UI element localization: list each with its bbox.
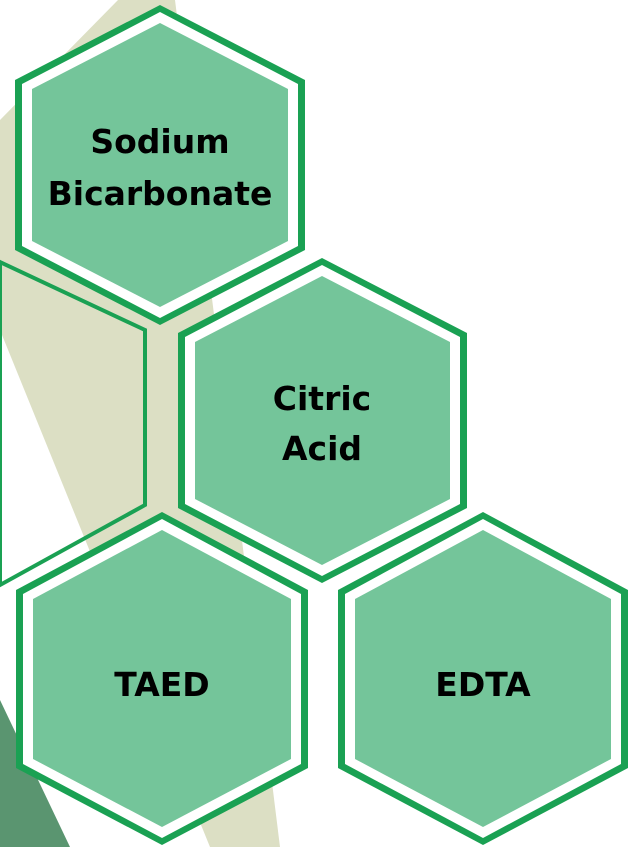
hexagon-label-line-2: Bicarbonate <box>48 174 273 213</box>
hexagon-taed: TAED <box>16 512 308 845</box>
hexagon-label-line-1: Sodium <box>90 122 229 161</box>
hexagon-edta: EDTA <box>338 512 628 845</box>
hexagon-label-line-2: Acid <box>282 429 362 468</box>
hexagon-fill <box>195 276 450 565</box>
hexagon-label-line-1: Citric <box>273 379 371 418</box>
hexagon-fill <box>32 23 288 307</box>
hexagon-label: EDTA <box>435 665 531 704</box>
hexagon-label: TAED <box>114 665 209 704</box>
hexagon-citric-acid: Citric Acid <box>178 258 467 583</box>
hexagon-fill <box>355 530 611 827</box>
partial-hexagon-outline <box>0 259 147 588</box>
hexagon-fill <box>33 530 291 827</box>
hexagon-sodium-bicarbonate: Sodium Bicarbonate <box>15 5 305 325</box>
